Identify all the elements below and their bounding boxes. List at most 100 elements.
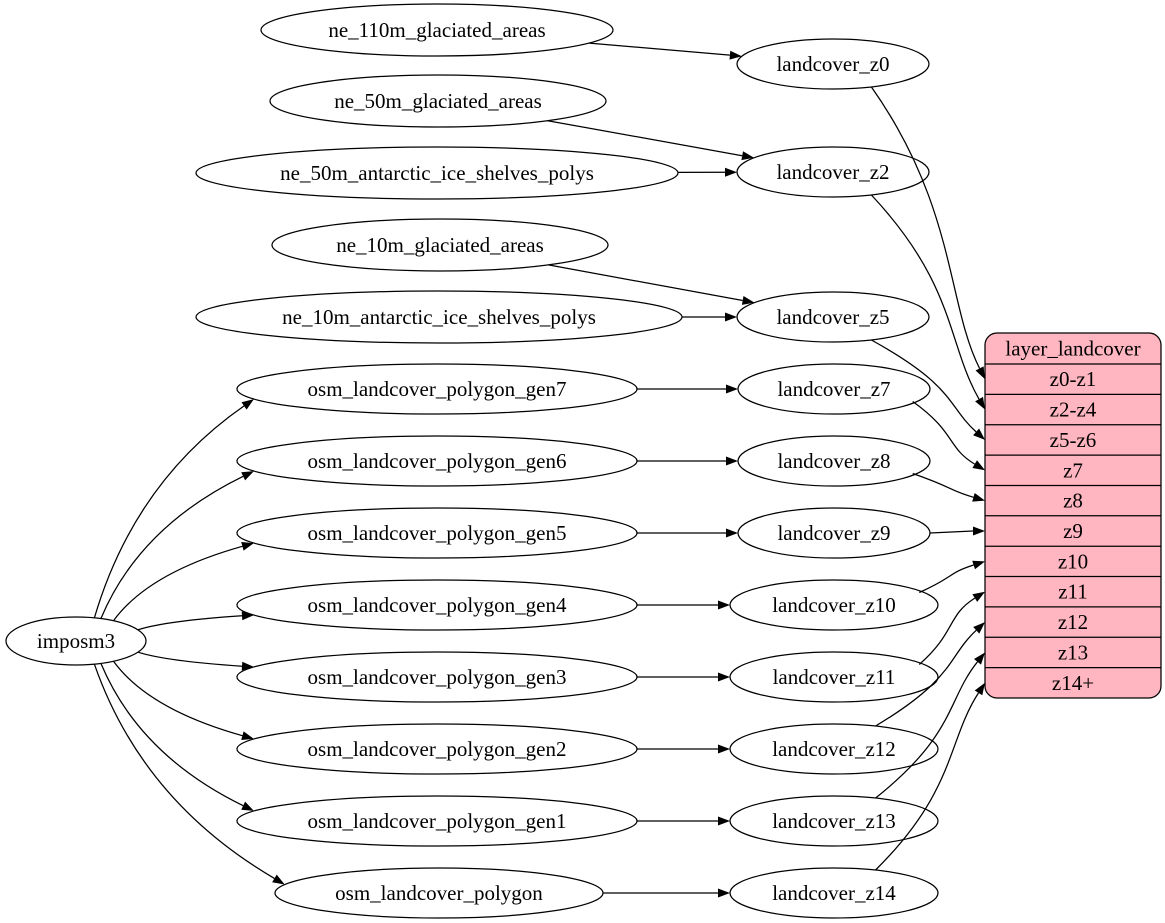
arrowhead: [241, 661, 254, 671]
arrowhead: [972, 591, 985, 602]
arrowhead: [726, 528, 738, 538]
arrowhead: [725, 312, 737, 322]
edge-line: [875, 692, 980, 871]
edge-line: [589, 42, 730, 56]
edge-osm_landcover_polygon_gen7-to-landcover_z7: [637, 384, 738, 394]
arrowhead: [718, 672, 730, 682]
node-landcover_z8: landcover_z8: [737, 435, 931, 487]
edge-ne_10m_antarctic_ice_shelves_polys-to-landcover_z5: [682, 312, 737, 322]
record-title: layer_landcover: [1005, 337, 1140, 361]
record-row-z13: z13: [1058, 641, 1088, 665]
edge-line: [137, 651, 243, 667]
record-row-z11: z11: [1058, 580, 1088, 604]
edge-landcover_z0-to-layer_landcover-row-z0-z1: [870, 86, 985, 380]
node-shape-ne_110m_glaciated_areas: [260, 3, 614, 57]
node-label-ne_10m_glaciated_areas: ne_10m_glaciated_areas: [336, 233, 544, 257]
edge-line: [871, 339, 977, 433]
node-osm_landcover_polygon_gen3: osm_landcover_polygon_gen3: [236, 651, 638, 703]
edge-landcover_z12-to-layer_landcover-row-z12: [875, 622, 985, 727]
record-row-z12: z12: [1058, 610, 1088, 634]
arrowhead: [972, 493, 985, 502]
arrowhead: [718, 888, 730, 898]
node-ne_110m_glaciated_areas: ne_110m_glaciated_areas: [260, 3, 614, 57]
edge-line: [919, 564, 974, 594]
edge-ne_50m_glaciated_areas-to-landcover_z2: [547, 120, 754, 161]
arrowhead: [973, 622, 985, 634]
edge-landcover_z11-to-layer_landcover-row-z11: [918, 591, 985, 665]
edge-ne_110m_glaciated_areas-to-landcover_z0: [589, 42, 742, 60]
edge-imposm3-to-osm_landcover_polygon_gen4: [137, 611, 254, 631]
node-label-landcover_z11: landcover_z11: [773, 665, 896, 689]
arrowhead: [241, 471, 254, 481]
arrowhead: [726, 456, 738, 466]
arrowhead: [241, 731, 254, 740]
arrowhead: [973, 428, 985, 440]
edge-osm_landcover_polygon_gen4-to-landcover_z10: [637, 600, 730, 610]
edge-imposm3-to-osm_landcover_polygon_gen1: [100, 663, 254, 811]
edge-line: [112, 545, 243, 622]
arrowhead: [241, 611, 254, 621]
node-label-ne_50m_glaciated_areas: ne_50m_glaciated_areas: [334, 89, 542, 113]
node-label-imposm3: imposm3: [37, 629, 115, 653]
edge-line: [912, 400, 976, 465]
edge-line: [100, 663, 244, 807]
record-row-z10: z10: [1058, 549, 1088, 573]
node-label-osm_landcover_polygon_gen4: osm_landcover_polygon_gen4: [308, 593, 567, 617]
node-label-landcover_z13: landcover_z13: [772, 809, 896, 833]
node-shape-landcover_z2: [736, 146, 930, 198]
edge-landcover_z2-to-layer_landcover-row-z2-z4: [870, 194, 985, 410]
node-label-osm_landcover_polygon_gen7: osm_landcover_polygon_gen7: [308, 377, 567, 401]
node-label-landcover_z8: landcover_z8: [777, 449, 890, 473]
node-label-osm_landcover_polygon: osm_landcover_polygon: [335, 881, 543, 905]
node-imposm3: imposm3: [5, 616, 147, 666]
edge-landcover_z9-to-layer_landcover-row-z9: [929, 526, 985, 536]
node-label-landcover_z10: landcover_z10: [772, 593, 896, 617]
node-label-ne_10m_antarctic_ice_shelves_polys: ne_10m_antarctic_ice_shelves_polys: [282, 305, 596, 329]
node-label-landcover_z9: landcover_z9: [777, 521, 890, 545]
node-label-landcover_z12: landcover_z12: [772, 737, 896, 761]
edge-line: [93, 663, 275, 879]
edge-line: [912, 472, 974, 498]
node-landcover_z2: landcover_z2: [736, 146, 930, 198]
edge-imposm3-to-osm_landcover_polygon_gen3: [137, 651, 254, 671]
edge-line: [548, 264, 743, 302]
edge-imposm3-to-osm_landcover_polygon_gen7: [93, 399, 254, 618]
node-landcover_z9: landcover_z9: [737, 507, 931, 559]
node-osm_landcover_polygon_gen1: osm_landcover_polygon_gen1: [236, 795, 638, 847]
arrowhead: [272, 874, 285, 885]
node-osm_landcover_polygon_gen5: osm_landcover_polygon_gen5: [236, 507, 638, 559]
node-shape-landcover_z0: [736, 38, 930, 90]
edge-osm_landcover_polygon-to-landcover_z14: [603, 888, 730, 898]
node-label-landcover_z0: landcover_z0: [776, 52, 889, 76]
edge-line: [875, 629, 977, 727]
node-landcover_z11: landcover_z11: [729, 651, 939, 703]
node-landcover_z14: landcover_z14: [729, 867, 939, 919]
arrowhead: [726, 384, 738, 394]
edge-osm_landcover_polygon_gen2-to-landcover_z12: [637, 744, 730, 754]
edge-line: [137, 615, 243, 631]
arrowhead: [973, 526, 985, 536]
arrowhead: [241, 399, 254, 410]
edge-line: [112, 660, 243, 737]
edge-landcover_z5-to-layer_landcover-row-z5-z6: [871, 339, 985, 440]
edge-landcover_z14-to-layer_landcover-row-z14+: [875, 682, 985, 871]
edge-osm_landcover_polygon_gen5-to-landcover_z9: [637, 528, 738, 538]
node-landcover_z5: landcover_z5: [736, 291, 930, 343]
arrowhead: [974, 682, 985, 696]
edge-landcover_z10-to-layer_landcover-row-z10: [919, 560, 985, 594]
node-label-osm_landcover_polygon_gen3: osm_landcover_polygon_gen3: [308, 665, 567, 689]
record-row-z0-z1: z0-z1: [1050, 367, 1097, 391]
arrowhead: [725, 167, 737, 177]
edge-line: [929, 530, 974, 534]
node-osm_landcover_polygon: osm_landcover_polygon: [274, 867, 604, 919]
edge-line: [547, 120, 743, 157]
node-shape-ne_50m_glaciated_areas: [269, 74, 607, 128]
edge-osm_landcover_polygon_gen1-to-landcover_z13: [637, 816, 730, 826]
arrowhead: [975, 366, 985, 380]
arrowhead: [741, 296, 755, 305]
arrowhead: [975, 396, 985, 410]
node-label-osm_landcover_polygon_gen1: osm_landcover_polygon_gen1: [308, 809, 567, 833]
edge-line: [870, 86, 981, 369]
record-row-z14+: z14+: [1052, 671, 1094, 695]
